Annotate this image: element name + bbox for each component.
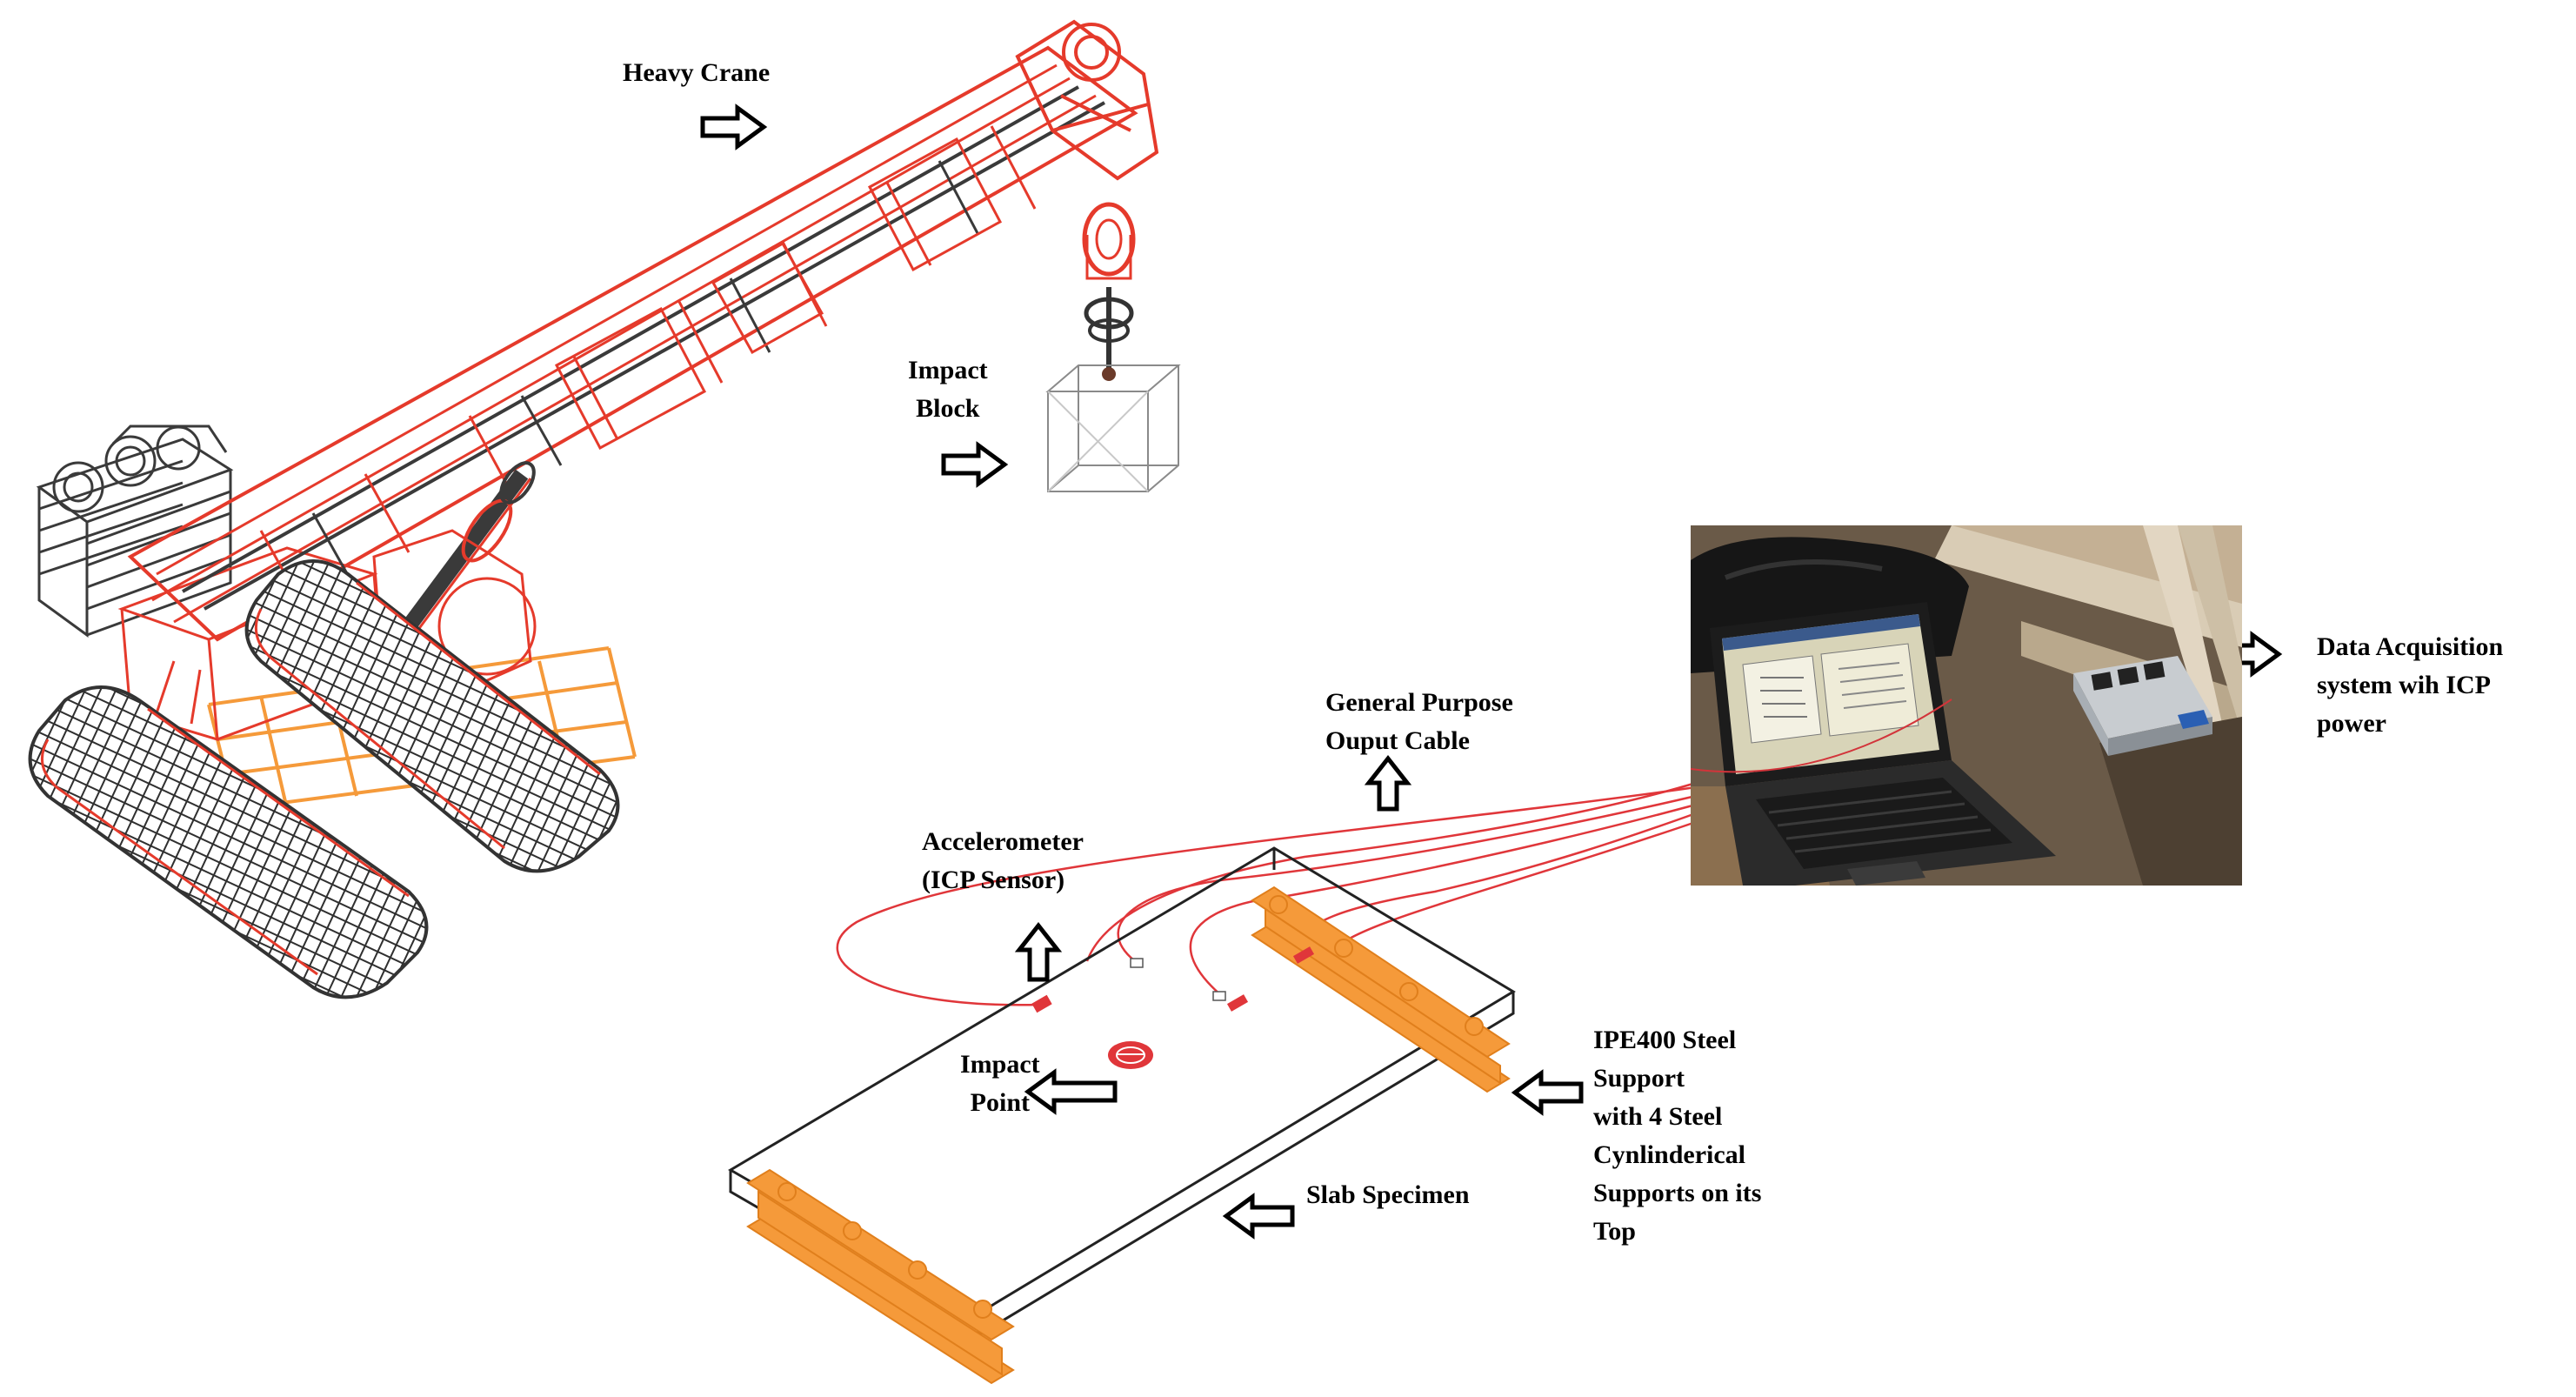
ipe400-support-right: [1251, 886, 1511, 1093]
label-ipe400-line4: Cynlinderical: [1593, 1140, 1746, 1169]
label-accelerometer-line1: Accelerometer: [922, 827, 1084, 856]
heavy-crane-drawing: [28, 19, 1181, 999]
label-ipe400-line2: Support: [1593, 1064, 1685, 1093]
impact-point-marker: [1108, 1041, 1153, 1069]
label-slab-specimen-text: Slab Specimen: [1306, 1180, 1470, 1209]
label-impact-point: Impact Point: [960, 1046, 1040, 1122]
label-slab-specimen: Slab Specimen: [1306, 1176, 1470, 1214]
ipe400-support-left: [746, 1168, 1015, 1385]
label-impact-point-line2: Point: [970, 1088, 1030, 1117]
label-impact-block-line1: Impact: [908, 356, 988, 384]
daq-photo: [1691, 525, 2242, 886]
crane-boom: [127, 45, 1138, 642]
arrow-slab-specimen: [1222, 1193, 1295, 1240]
label-data-acquisition: Data Acquisition system wih ICP power: [2317, 628, 2503, 743]
arrow-impact-block: [941, 441, 1009, 488]
label-data-acquisition-line2: system wih ICP: [2317, 671, 2491, 699]
arrow-general-purpose: [1364, 754, 1412, 812]
label-heavy-crane-text: Heavy Crane: [623, 58, 771, 87]
label-impact-point-line1: Impact: [960, 1050, 1040, 1079]
output-cables: [836, 781, 1697, 1006]
label-ipe400: IPE400 Steel Support with 4 Steel Cynlin…: [1593, 1021, 1761, 1251]
arrow-accelerometer: [1014, 921, 1063, 982]
label-general-purpose: General Purpose Ouput Cable: [1325, 684, 1513, 760]
label-impact-block-line2: Block: [916, 394, 980, 423]
crawler-track-right: [244, 559, 620, 873]
label-general-purpose-line2: Ouput Cable: [1325, 726, 1470, 755]
label-accelerometer-line2: (ICP Sensor): [922, 866, 1065, 894]
label-heavy-crane: Heavy Crane: [623, 54, 770, 92]
arrow-heavy-crane: [700, 104, 768, 150]
arrow-impact-point: [1024, 1068, 1118, 1115]
label-impact-block: Impact Block: [908, 351, 988, 428]
crane-hook: [1082, 202, 1136, 381]
label-data-acquisition-line3: power: [2317, 709, 2386, 738]
crane-cabin: [36, 424, 234, 638]
accelerometer-sensors: [1031, 946, 1315, 1013]
crane-luffing-cylinder: [372, 461, 537, 698]
crawler-track-left: [28, 685, 429, 999]
label-ipe400-line1: IPE400 Steel: [1593, 1026, 1737, 1054]
crane-boom-head: [1015, 19, 1159, 181]
label-general-purpose-line1: General Purpose: [1325, 688, 1513, 717]
label-ipe400-line3: with 4 Steel: [1593, 1102, 1723, 1131]
arrow-ipe400: [1511, 1069, 1584, 1116]
impact-block-cube: [1045, 364, 1181, 492]
slab-setup: [728, 781, 1697, 1385]
label-ipe400-line5: Supports on its: [1593, 1179, 1762, 1207]
label-accelerometer: Accelerometer (ICP Sensor): [922, 823, 1084, 899]
label-data-acquisition-line1: Data Acquisition: [2317, 632, 2504, 661]
label-ipe400-line6: Top: [1593, 1217, 1636, 1246]
